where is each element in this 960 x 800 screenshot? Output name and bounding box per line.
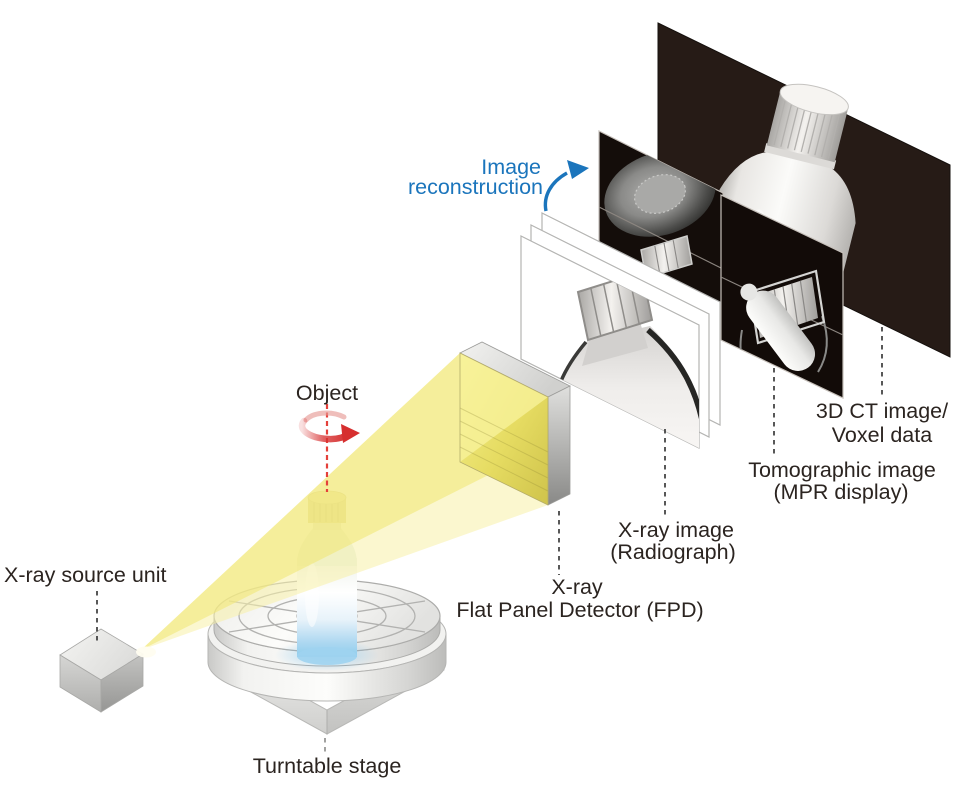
label-xray-source-unit: X-ray source unit <box>4 563 167 587</box>
label-turntable-stage: Turntable stage <box>253 754 402 778</box>
detector-right-face <box>547 385 571 506</box>
label-xray-image-line1: X-ray image <box>618 518 734 542</box>
label-tomographic-line2: (MPR display) <box>774 480 909 504</box>
turntable-base-side <box>207 633 447 702</box>
label-tomographic-line1: Tomographic image <box>748 458 936 482</box>
xray-beam <box>141 353 548 650</box>
fpd-detector <box>459 341 571 506</box>
label-image-reconstruction-line2: reconstruction <box>408 175 543 199</box>
label-3dct-line1: 3D CT image/ <box>816 399 948 423</box>
label-image-reconstruction-line1: Image <box>481 155 541 179</box>
label-detector-line1: X-ray <box>551 575 603 599</box>
diagram-labels: Image reconstruction X-ray source unit O… <box>4 155 948 778</box>
label-detector-line2: Flat Panel Detector (FPD) <box>456 598 703 622</box>
xray-source-box <box>59 628 156 713</box>
label-xray-image-line2: (Radiograph) <box>610 540 735 564</box>
beam-origin-flash <box>136 646 156 658</box>
beam-core <box>141 353 548 650</box>
radiograph-sheets <box>520 212 721 449</box>
reconstruction-arrow-icon <box>543 160 589 212</box>
label-object: Object <box>296 381 358 405</box>
rotation-arrow-icon <box>298 410 360 443</box>
tomographic-capsule-slice <box>740 283 816 371</box>
label-3dct-line2: Voxel data <box>832 423 932 447</box>
leader-lines <box>96 327 883 754</box>
